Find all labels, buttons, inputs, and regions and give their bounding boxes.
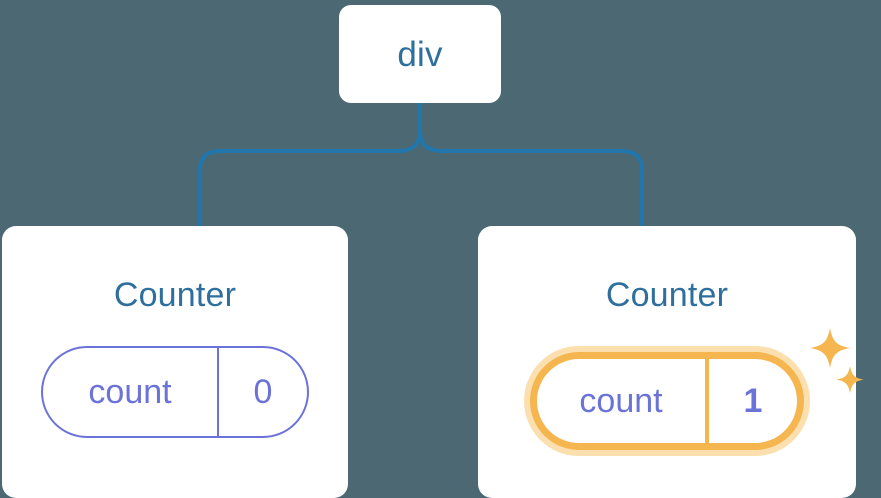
node-counter-left[interactable]: Counter count 0 [2, 226, 348, 498]
node-root-label: div [397, 34, 443, 74]
state-pill-highlight-halo: count 1 [524, 346, 810, 456]
state-pill[interactable]: count 0 [41, 346, 309, 438]
state-key: count [579, 382, 663, 420]
node-title: Counter [605, 276, 729, 314]
state-value: 1 [705, 359, 797, 443]
sparkle-small-icon [836, 366, 864, 394]
node-title: Counter [113, 276, 237, 314]
state-key: count [88, 373, 172, 411]
sparkle-large-icon [810, 328, 850, 368]
node-root-div[interactable]: div [339, 5, 501, 103]
sparkles-group [810, 328, 864, 394]
state-value: 0 [217, 348, 307, 436]
state-pill-wrapper: count 0 [41, 346, 309, 438]
state-pill-wrapper: count 1 [524, 328, 864, 456]
node-counter-right[interactable]: Counter count 1 [478, 226, 864, 498]
state-pill[interactable]: count 1 [530, 352, 804, 450]
